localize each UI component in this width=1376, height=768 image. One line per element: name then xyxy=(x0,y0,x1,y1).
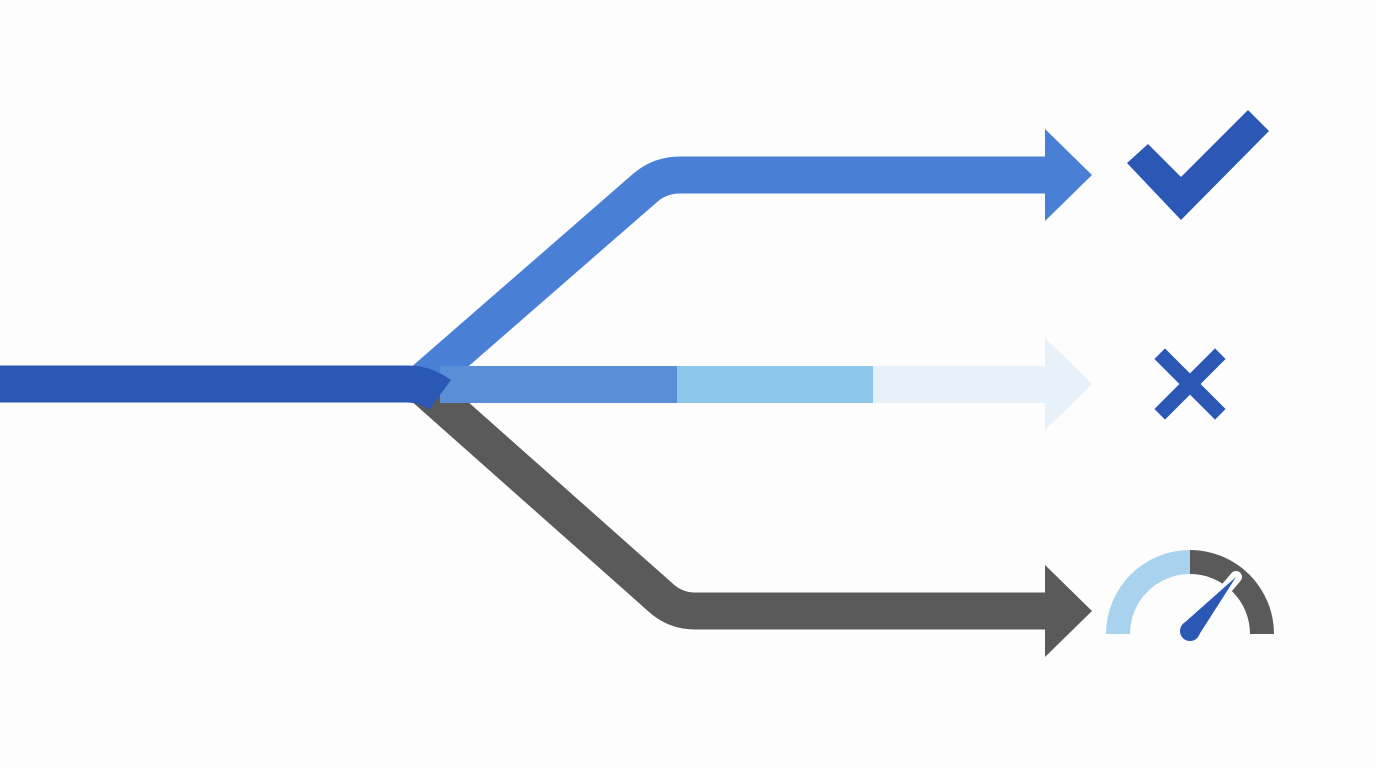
branch-performance-arrowhead xyxy=(1045,565,1092,657)
gauge-arc-dark xyxy=(1190,550,1274,634)
branch-success-arrowhead xyxy=(1045,129,1092,221)
branch-failure xyxy=(440,338,1092,430)
branch-success xyxy=(407,129,1092,398)
branch-failure-segment-strong xyxy=(440,366,678,403)
gauge-arc-light xyxy=(1106,550,1190,634)
speedometer-gauge-icon xyxy=(1106,550,1274,645)
cross-icon xyxy=(1154,348,1226,420)
checkmark-icon xyxy=(1127,110,1269,220)
branch-performance xyxy=(407,370,1092,657)
trunk-line xyxy=(0,365,451,411)
gauge-hub xyxy=(1180,621,1200,641)
branch-failure-segment-faint xyxy=(873,366,1051,403)
branch-success-line xyxy=(407,156,1050,398)
branch-performance-line xyxy=(407,370,1050,630)
gauge-needle xyxy=(1183,577,1236,638)
branch-failure-segment-medium xyxy=(677,366,874,403)
branch-failure-arrowhead xyxy=(1045,338,1092,430)
trunk xyxy=(0,365,451,411)
